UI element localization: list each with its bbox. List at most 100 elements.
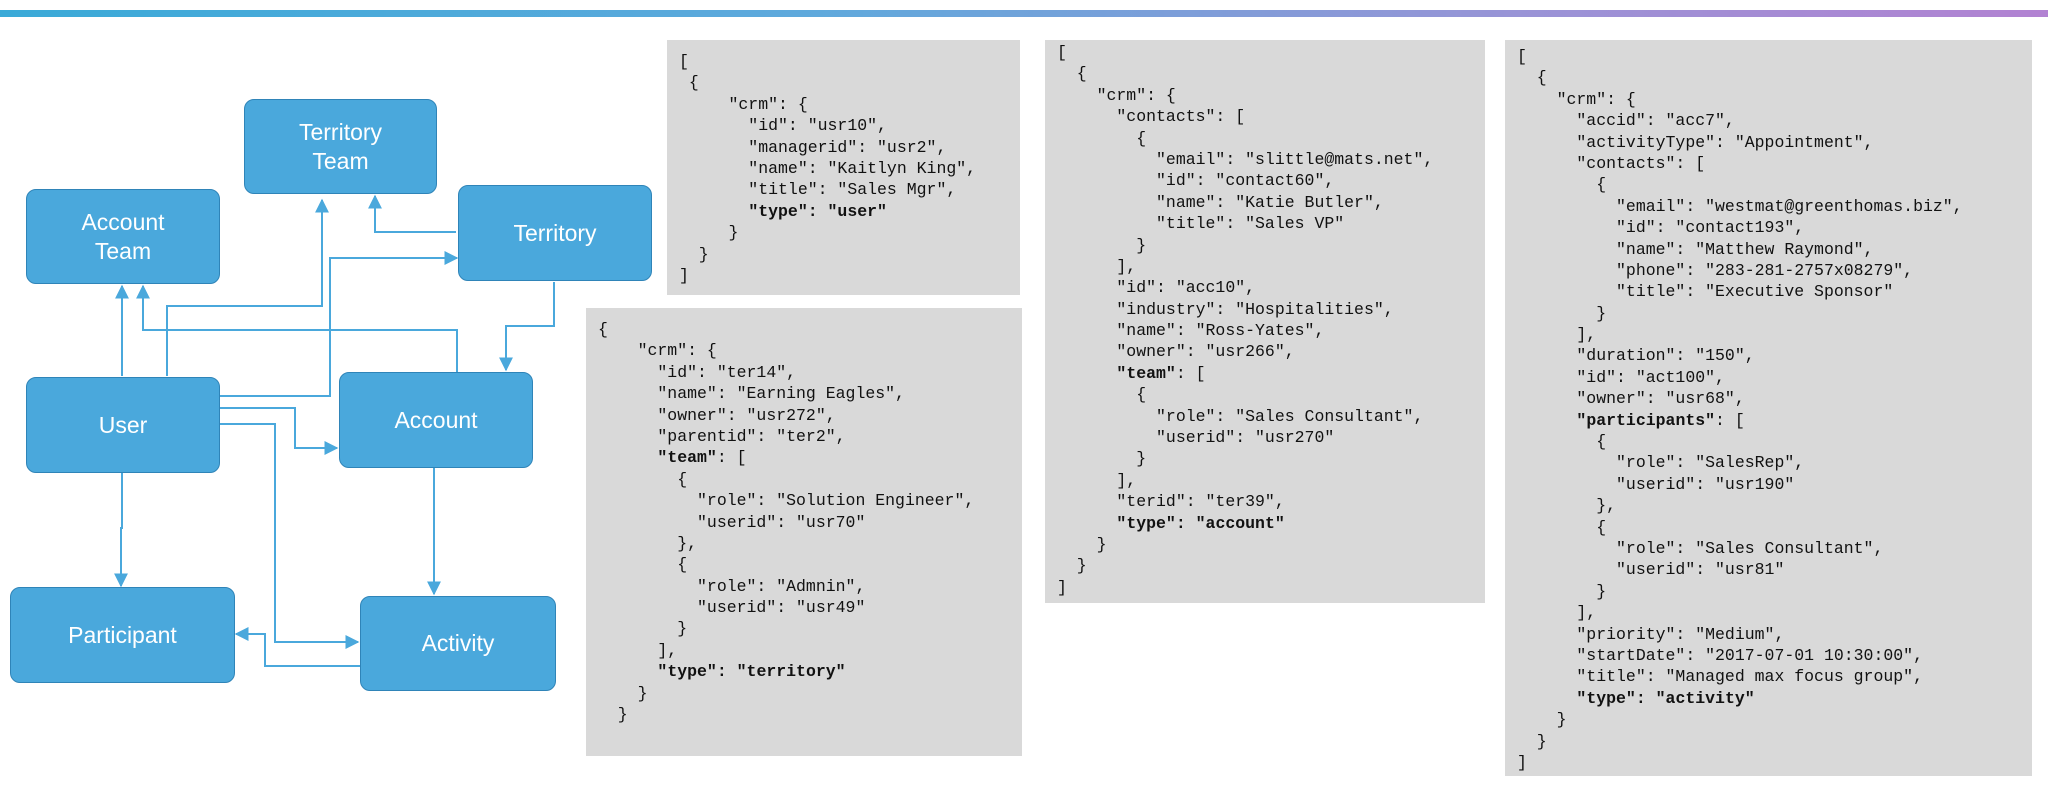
- code-line: "type": "territory": [598, 661, 1022, 682]
- code-line: }: [679, 222, 1020, 243]
- code-line: "owner": "usr68",: [1517, 388, 2032, 409]
- code-segment: [598, 662, 657, 681]
- code-segment: : [: [1175, 363, 1206, 383]
- code-segment: "userid": "usr190": [1517, 474, 1795, 494]
- code-line: "id": "act100",: [1517, 367, 2032, 388]
- code-segment: "type": "user": [748, 201, 887, 221]
- code-line: "userid": "usr49": [598, 597, 1022, 618]
- code-line: "userid": "usr190": [1517, 474, 2032, 495]
- code-segment: [1517, 689, 1576, 708]
- code-line: }: [1517, 303, 2032, 324]
- top-accent-bar: [0, 10, 2048, 17]
- code-line: "crm": {: [1057, 85, 1485, 106]
- node-label: User: [98, 411, 148, 438]
- code-segment: ],: [1057, 256, 1137, 276]
- code-segment: "userid": "usr270": [1057, 428, 1335, 448]
- edge-user-participant: [114, 472, 128, 588]
- code-line: "managerid": "usr2",: [679, 137, 1020, 158]
- code-line: {: [598, 319, 1022, 340]
- code-segment: {: [1057, 385, 1147, 405]
- code-line: "role": "SalesRep",: [1517, 452, 2032, 473]
- code-segment: "email": "westmat@greenthomas.biz",: [1517, 196, 1963, 216]
- code-line: "id": "usr10",: [679, 115, 1020, 136]
- code-line: {: [1517, 67, 2032, 88]
- code-segment: ]: [1517, 752, 1527, 772]
- node-label: Territory: [298, 118, 383, 145]
- code-line: "team": [: [1057, 363, 1485, 384]
- code-line: }: [679, 244, 1020, 265]
- code-segment: "title": "Sales Mgr",: [679, 180, 957, 200]
- code-segment: ]: [679, 265, 689, 285]
- code-segment: "parentid": "ter2",: [598, 426, 846, 446]
- code-segment: "role": "SalesRep",: [1517, 453, 1805, 473]
- code-line: "name": "Katie Butler",: [1057, 192, 1485, 213]
- code-line: "title": "Managed max focus group",: [1517, 666, 2032, 687]
- code-segment: [: [679, 52, 689, 71]
- code-segment: {: [1517, 517, 1607, 537]
- edge-territory-account: [499, 282, 555, 372]
- code-line: }: [1517, 709, 2032, 730]
- code-line: "type": "activity": [1517, 688, 2032, 709]
- code-line: "crm": {: [679, 94, 1020, 115]
- code-segment: "role": "Sales Consultant",: [1057, 406, 1424, 426]
- code-line: }: [598, 618, 1022, 639]
- code-line: "parentid": "ter2",: [598, 426, 1022, 447]
- code-segment: : [: [716, 448, 747, 468]
- code-segment: "userid": "usr49": [598, 598, 866, 618]
- code-segment: "id": "ter14",: [598, 362, 797, 382]
- code-segment: "userid": "usr81": [1517, 560, 1785, 580]
- node-label: Team: [94, 237, 152, 264]
- code-line: "id": "ter14",: [598, 362, 1022, 383]
- code-segment: "crm": {: [598, 341, 717, 361]
- code-segment: ],: [1517, 603, 1597, 623]
- code-line: "type": "user": [679, 201, 1020, 222]
- code-line: "participants": [: [1517, 410, 2032, 431]
- code-line: {: [1517, 174, 2032, 195]
- code-segment: "contacts": [: [1057, 107, 1246, 127]
- node-user: User: [26, 377, 220, 473]
- json-panel-territory: { "crm": { "id": "ter14", "name": "Earni…: [586, 308, 1022, 756]
- code-line: ],: [598, 640, 1022, 661]
- code-segment: "crm": {: [1517, 89, 1636, 109]
- code-segment: }: [1517, 303, 1607, 323]
- edge-user-activity: [220, 423, 360, 649]
- code-segment: "title": "Sales VP": [1057, 214, 1345, 234]
- code-segment: }: [679, 244, 709, 264]
- code-segment: "name": "Ross-Yates",: [1057, 321, 1325, 341]
- code-line: },: [1517, 495, 2032, 516]
- edge-user-territory: [220, 251, 459, 397]
- code-segment: "id": "contact193",: [1517, 218, 1805, 238]
- code-line: "team": [: [598, 447, 1022, 468]
- code-segment: }: [1057, 534, 1107, 554]
- code-line: "email": "westmat@greenthomas.biz",: [1517, 196, 2032, 217]
- code-segment: "id": "act100",: [1517, 367, 1725, 387]
- code-line: "id": "contact193",: [1517, 217, 2032, 238]
- code-segment: }: [1517, 731, 1547, 751]
- code-segment: {: [1057, 128, 1147, 148]
- code-segment: "userid": "usr70": [598, 512, 866, 532]
- code-line: "contacts": [: [1057, 106, 1485, 127]
- code-segment: "id": "usr10",: [679, 116, 887, 136]
- code-segment: "managerid": "usr2",: [679, 137, 947, 157]
- code-segment: {: [598, 469, 688, 489]
- code-segment: {: [1517, 432, 1607, 452]
- code-segment: "duration": "150",: [1517, 346, 1755, 366]
- code-line: "industry": "Hospitalities",: [1057, 299, 1485, 320]
- code-line: "email": "slittle@mats.net",: [1057, 149, 1485, 170]
- code-line: "activityType": "Appointment",: [1517, 132, 2032, 153]
- code-segment: "contacts": [: [1517, 153, 1706, 173]
- code-segment: [1057, 364, 1116, 383]
- code-line: "crm": {: [1517, 89, 2032, 110]
- code-segment: "crm": {: [1057, 85, 1176, 105]
- code-line: ],: [1517, 324, 2032, 345]
- code-segment: "industry": "Hospitalities",: [1057, 299, 1394, 319]
- code-segment: "type": "activity": [1576, 688, 1755, 708]
- code-line: {: [1057, 384, 1485, 405]
- code-line: ],: [1057, 256, 1485, 277]
- code-line: }: [1517, 731, 2032, 752]
- code-line: {: [1517, 431, 2032, 452]
- code-line: "crm": {: [598, 340, 1022, 361]
- code-line: }: [1057, 534, 1485, 555]
- code-line: [: [1057, 42, 1485, 63]
